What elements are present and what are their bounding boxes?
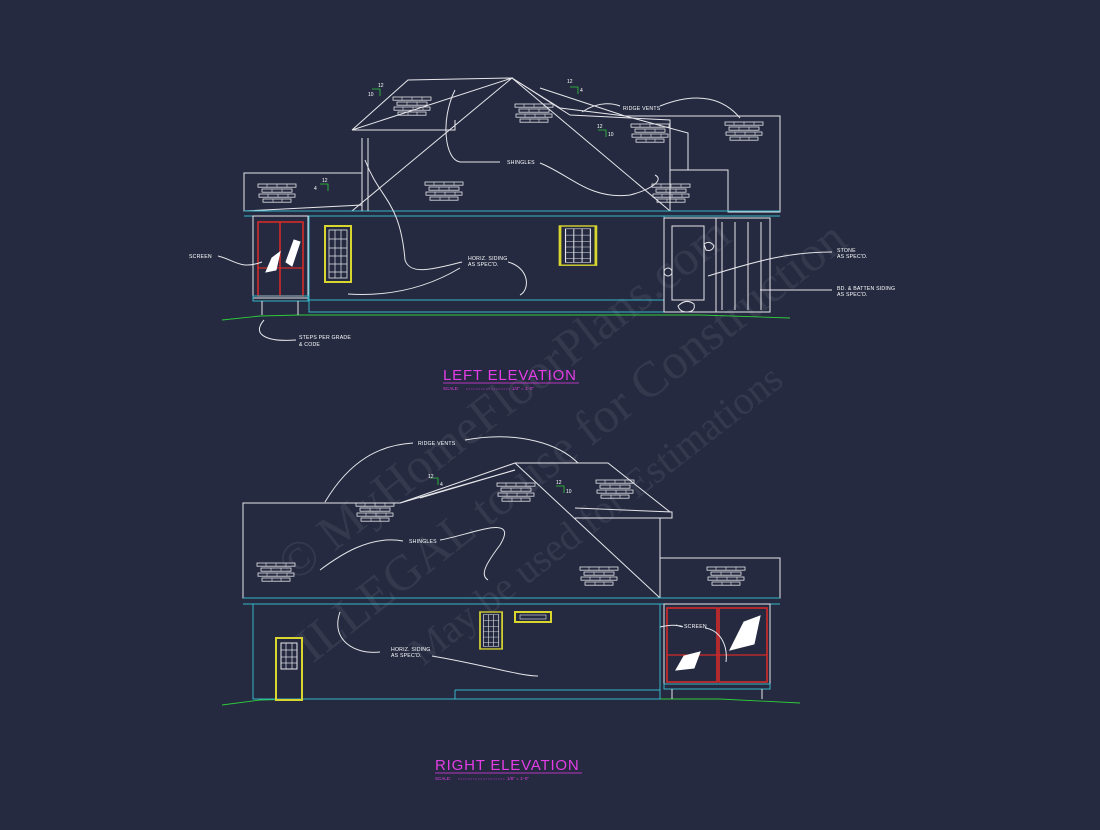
right-low-roof — [659, 557, 781, 599]
siding-label-sub: AS SPEC'D. — [468, 262, 499, 268]
batten-wing — [715, 217, 771, 313]
screen-porch-wall — [252, 215, 309, 299]
watermark: © MyHomeFloorPlans.com ILLEGAL to use fo… — [266, 205, 856, 674]
pitch-rise: 12 — [378, 83, 384, 89]
left-elevation — [217, 77, 833, 341]
ground-line — [221, 698, 801, 706]
right-roof — [624, 115, 781, 213]
pitch-run: 4 — [440, 482, 443, 488]
siding-label: HORIZ. SIDING — [391, 647, 431, 653]
pitch-rise: 12 — [597, 124, 603, 130]
batten-label: BD. & BATTEN SIDING — [837, 286, 895, 292]
pitch-run: 10 — [368, 92, 374, 98]
left-elevation-title: LEFT ELEVATION — [443, 367, 577, 384]
ground-line — [221, 314, 791, 321]
pitch-rise: 12 — [428, 474, 434, 480]
pitch-run: 4 — [314, 186, 317, 192]
steps-label: STEPS PER GRADE — [299, 335, 351, 341]
stone-label-sub: AS SPEC'D. — [837, 254, 868, 260]
pitch-run: 10 — [566, 489, 572, 495]
siding-label-sub: AS SPEC'D. — [391, 653, 422, 659]
main-wall — [252, 603, 661, 700]
shingles-label: SHINGLES — [409, 539, 437, 545]
left-elevation-labels: 12 10 12 4 12 10 12 4 RIDGE VENTS SHINGL… — [189, 79, 895, 391]
pitch-run: 4 — [580, 88, 583, 94]
ridge-vents-label: RIDGE VENTS — [418, 441, 456, 447]
right-elevation-labels: 12 4 12 10 RIDGE VENTS SHINGLES SCREEN H… — [391, 441, 707, 781]
pitch-run: 10 — [608, 132, 614, 138]
main-roof — [350, 77, 671, 212]
scale-value: 1/4" = 1'-0" — [512, 386, 534, 391]
shingles-label: SHINGLES — [507, 160, 535, 166]
steps-label-sub: & CODE — [299, 342, 320, 348]
siding-label: HORIZ. SIDING — [468, 256, 508, 262]
right-elevation — [221, 436, 801, 706]
pitch-rise: 12 — [556, 480, 562, 486]
stone-label: STONE — [837, 248, 856, 254]
watermark-line-2: ILLEGAL to use for Construction — [285, 209, 856, 673]
batten-label-sub: AS SPEC'D. — [837, 292, 868, 298]
side-door — [275, 637, 303, 701]
pitch-rise: 12 — [322, 178, 328, 184]
scale-value: 1/8" = 1'-0" — [507, 776, 529, 781]
screen-label: SCREEN — [189, 254, 212, 260]
scale-label: SCALE: — [435, 776, 451, 781]
pitch-rise: 12 — [567, 79, 573, 85]
scale-label: SCALE: — [443, 386, 459, 391]
ridge-vents-label: RIDGE VENTS — [623, 106, 661, 112]
right-elevation-title: RIGHT ELEVATION — [435, 757, 580, 774]
screen-label: SCREEN — [684, 624, 707, 630]
